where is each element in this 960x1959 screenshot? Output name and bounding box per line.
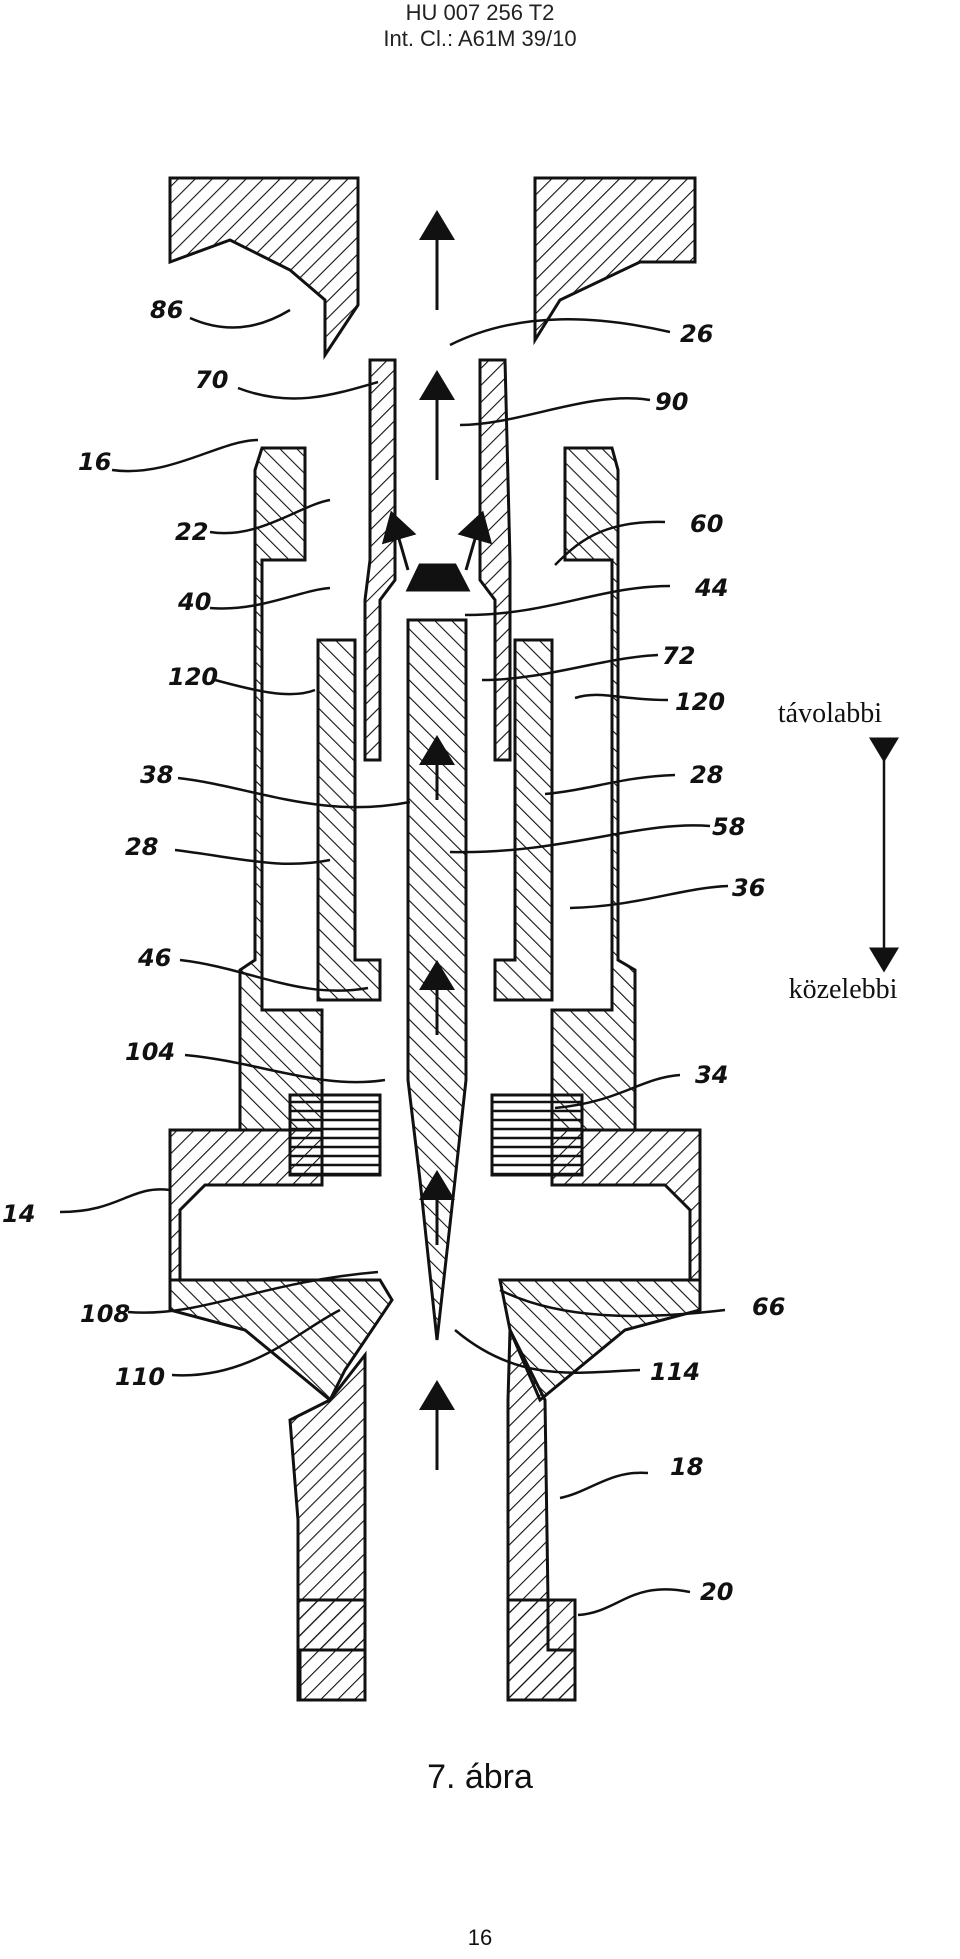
ref-36: 36 [732,874,765,902]
ref-58: 58 [712,813,745,841]
ref-16: 16 [78,448,111,476]
leader-lines [59,308,729,1617]
device-cross-section [168,176,702,1702]
ref-38: 38 [140,761,173,789]
ref-120-left: 120 [168,663,218,691]
ref-20: 20 [700,1578,733,1606]
page-number: 16 [467,1925,493,1950]
ref-110: 110 [115,1363,165,1391]
direction-indicator: távolabbi közelebbi [778,698,899,1005]
ref-108: 108 [80,1300,130,1328]
ref-120-right: 120 [675,688,725,716]
ref-46: 46 [137,944,171,972]
ref-28-left: 28 [125,833,158,861]
ref-114: 114 [650,1358,700,1386]
patent-number: HU 007 256 T2 [405,0,555,25]
flow-arrows [381,210,493,1470]
ref-26: 26 [680,320,713,348]
reference-numerals: 86 70 16 22 40 120 38 28 46 104 14 108 1… [2,296,785,1606]
ref-22: 22 [175,518,208,546]
ref-60: 60 [690,510,723,538]
ref-66: 66 [752,1293,785,1321]
ref-40: 40 [177,588,211,616]
direction-label-proximal: közelebbi [789,974,898,1005]
figure-caption: 7. ábra [427,1758,533,1796]
ref-34: 34 [695,1061,728,1089]
direction-label-distal: távolabbi [778,698,882,729]
ref-90: 90 [655,388,688,416]
ref-18: 18 [670,1453,703,1481]
ref-86: 86 [150,296,183,324]
ref-104: 104 [125,1038,175,1066]
ref-70: 70 [195,366,228,394]
classification-line: Int. Cl.: A61M 39/10 [383,26,577,51]
ref-14: 14 [2,1200,35,1228]
ref-28-right: 28 [690,761,723,789]
ref-72: 72 [662,642,695,670]
ref-44: 44 [694,574,728,602]
